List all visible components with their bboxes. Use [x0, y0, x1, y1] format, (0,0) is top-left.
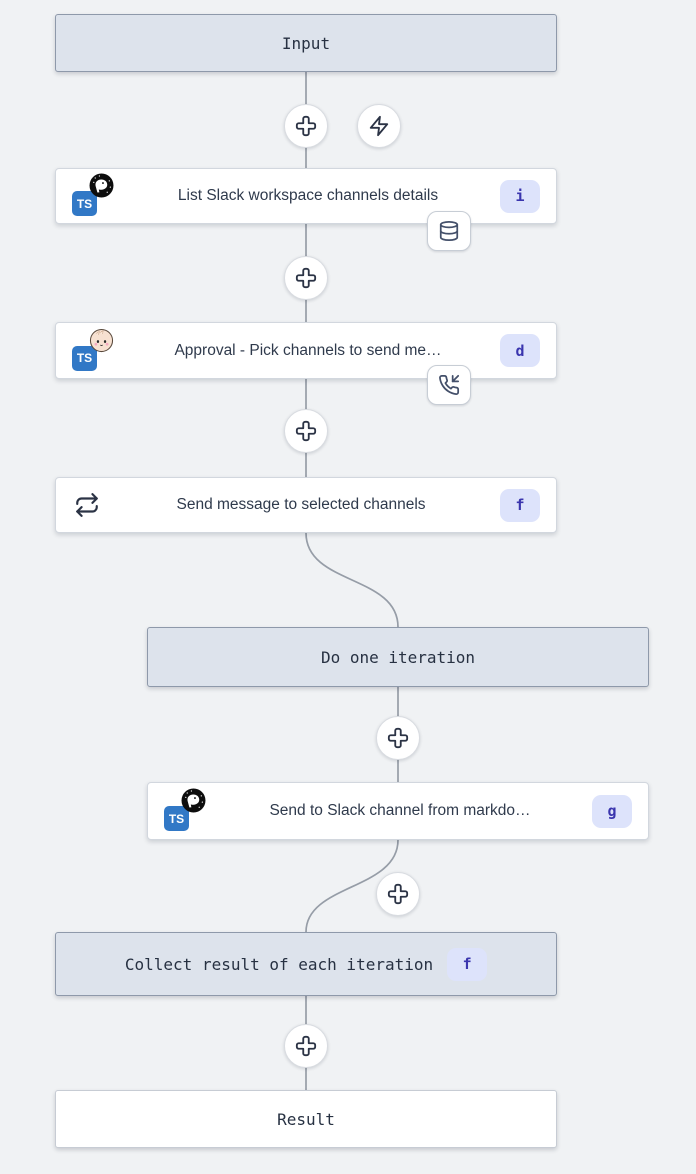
- deno-icon: [181, 788, 206, 813]
- insert-step-button-4[interactable]: [376, 716, 420, 760]
- step-id-badge: f: [447, 947, 488, 981]
- typescript-deno-icon: TS: [164, 788, 208, 834]
- typescript-deno-icon: TS: [72, 173, 116, 219]
- step-label: List Slack workspace channels details: [177, 187, 439, 204]
- insert-step-button-1[interactable]: [284, 104, 328, 148]
- do-one-iteration-label: Do one iteration: [320, 647, 476, 667]
- phone-incoming-icon: [439, 374, 460, 395]
- bun-icon: [89, 328, 114, 352]
- plus-cross-icon: [295, 1035, 317, 1057]
- plus-cross-icon: [295, 115, 317, 137]
- step-node-send-markdown[interactable]: TS Send to Slack channel from markdo… g: [147, 782, 649, 840]
- step-label: Approval - Pick channels to send me…: [174, 341, 442, 359]
- insert-step-button-5[interactable]: [376, 872, 420, 916]
- step-id-badge: g: [592, 794, 632, 828]
- edge-forloop-to-iteration: [305, 532, 399, 628]
- collect-result-label: Collect result of each iteration: [124, 954, 434, 974]
- step-id-badge: i: [500, 179, 540, 213]
- step-node-forloop[interactable]: Send message to selected channels f: [55, 477, 557, 533]
- flow-input-label: Input: [281, 33, 331, 53]
- step-label: Send message to selected channels: [176, 496, 426, 513]
- deno-icon: [89, 173, 114, 198]
- insert-step-button-3[interactable]: [284, 409, 328, 453]
- collect-result-node[interactable]: Collect result of each iteration f: [55, 932, 557, 996]
- typescript-label: TS: [168, 811, 185, 826]
- cache-indicator[interactable]: [427, 211, 471, 251]
- zap-icon: [369, 115, 389, 137]
- step-node-approval[interactable]: TS Approval - Pick channels to send me… …: [55, 322, 557, 379]
- step-id-badge: d: [500, 334, 540, 367]
- repeat-icon: [72, 490, 102, 520]
- flow-result-node[interactable]: Result: [55, 1090, 557, 1148]
- do-one-iteration-node[interactable]: Do one iteration: [147, 627, 649, 687]
- typescript-icon: TS: [164, 806, 189, 831]
- flow-result-label: Result: [277, 1109, 335, 1129]
- insert-step-button-2[interactable]: [284, 256, 328, 300]
- typescript-bun-icon: TS: [72, 328, 116, 374]
- database-icon: [439, 220, 459, 242]
- edge-send-to-collect: [305, 839, 399, 933]
- flow-input-node[interactable]: Input: [55, 14, 557, 72]
- step-node-list-channels[interactable]: TS List Slack workspace channels details…: [55, 168, 557, 224]
- typescript-label: TS: [76, 196, 93, 211]
- add-trigger-button[interactable]: [357, 104, 401, 148]
- typescript-icon: TS: [72, 191, 97, 216]
- suspend-indicator[interactable]: [427, 365, 471, 405]
- plus-cross-icon: [387, 727, 409, 749]
- insert-step-button-6[interactable]: [284, 1024, 328, 1068]
- plus-cross-icon: [295, 267, 317, 289]
- typescript-label: TS: [76, 351, 93, 365]
- step-label: Send to Slack channel from markdo…: [269, 802, 531, 819]
- plus-cross-icon: [387, 883, 409, 905]
- plus-cross-icon: [295, 420, 317, 442]
- step-id-badge: f: [500, 488, 540, 522]
- typescript-icon: TS: [72, 345, 97, 371]
